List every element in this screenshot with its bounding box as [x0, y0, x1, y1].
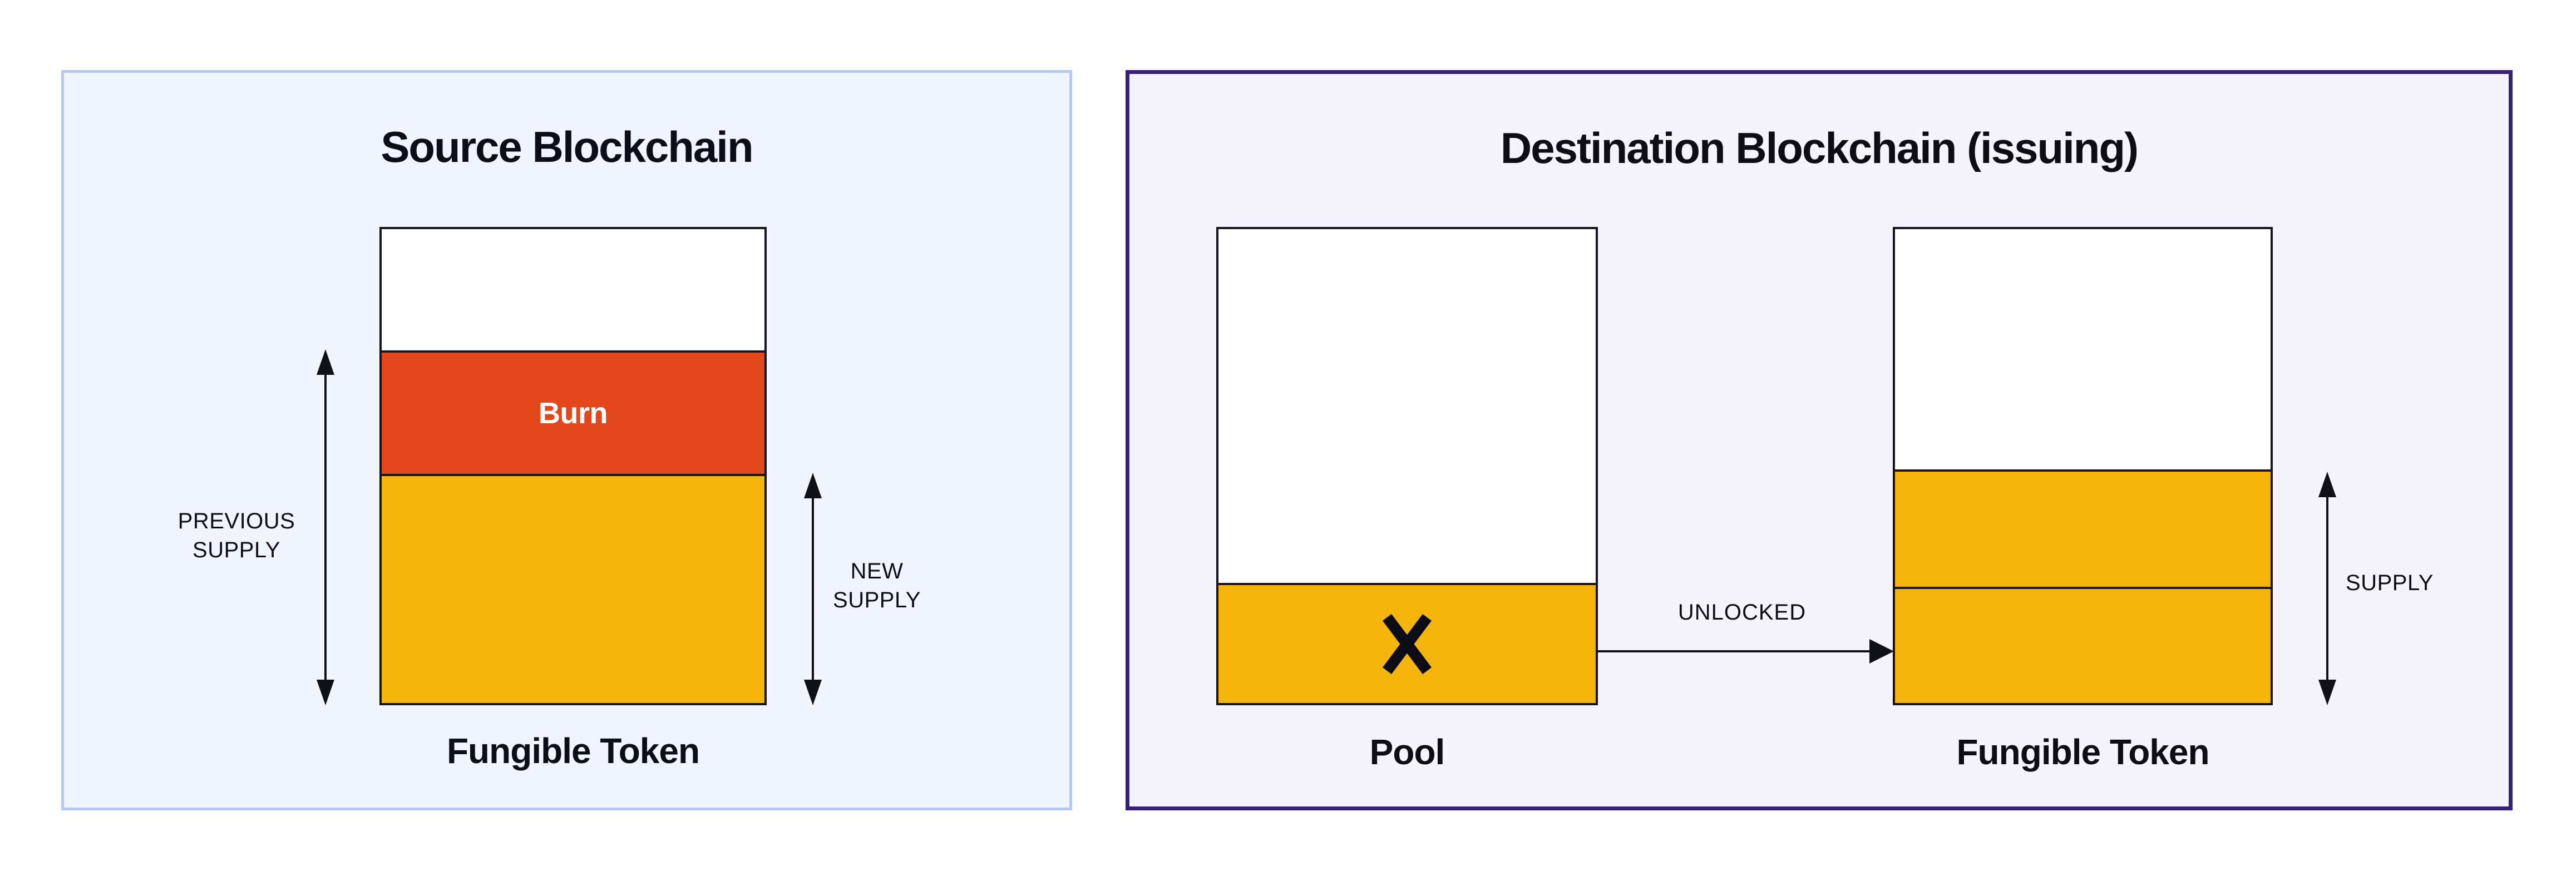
arrow-shaft — [812, 495, 814, 683]
arrow-up-icon — [2318, 472, 2336, 497]
destination-token-bar — [1893, 227, 2273, 705]
source-bar-label: Fungible Token — [446, 731, 700, 771]
arrow-up-icon — [317, 349, 334, 375]
arrow-down-icon — [317, 680, 334, 705]
arrow-shaft — [2326, 494, 2328, 683]
previous-supply-label-line2: SUPPLY — [193, 538, 280, 562]
pool-label: Pool — [1369, 732, 1445, 772]
pool-bar — [1216, 227, 1598, 705]
token-unlocked-segment — [1895, 589, 2271, 703]
source-bar-burn-segment: Burn — [382, 350, 764, 476]
token-empty-segment — [1895, 229, 2271, 472]
source-panel-title: Source Blockchain — [381, 122, 753, 171]
destination-token-label: Fungible Token — [1956, 732, 2209, 772]
unlocked-label: UNLOCKED — [1677, 600, 1807, 625]
cross-icon — [1383, 614, 1432, 674]
burn-label: Burn — [539, 397, 608, 430]
source-bar-empty-segment — [382, 229, 764, 350]
token-existing-supply-segment — [1895, 472, 2271, 589]
previous-supply-label-line1: PREVIOUS — [177, 509, 295, 533]
unlocked-arrow — [1598, 639, 1894, 664]
new-supply-label-line2: SUPPLY — [833, 588, 921, 612]
arrow-down-icon — [2318, 680, 2336, 705]
arrow-shaft — [1598, 650, 1873, 652]
supply-label: SUPPLY — [2346, 571, 2434, 595]
pool-empty-segment — [1218, 229, 1596, 585]
arrow-up-icon — [804, 473, 822, 498]
destination-panel-title: Destination Blockchain (issuing) — [1500, 123, 2139, 172]
supply-arrow — [2318, 472, 2336, 705]
source-blockchain-panel: Source Blockchain Burn PREVIOUS SUPPLY N… — [61, 70, 1072, 810]
new-supply-label-line1: NEW — [850, 559, 904, 583]
previous-supply-label: PREVIOUS SUPPLY — [125, 507, 348, 565]
previous-supply-arrow — [317, 349, 334, 705]
arrow-right-icon — [1869, 639, 1894, 664]
arrow-shaft — [324, 372, 327, 683]
source-token-bar: Burn — [379, 227, 767, 705]
destination-blockchain-panel: Destination Blockchain (issuing) Pool UN… — [1126, 70, 2513, 810]
pool-locked-segment — [1218, 585, 1596, 703]
arrow-down-icon — [804, 680, 822, 705]
source-bar-new-supply-segment — [382, 476, 764, 703]
new-supply-label: NEW SUPPLY — [791, 557, 963, 615]
new-supply-arrow — [804, 473, 822, 705]
